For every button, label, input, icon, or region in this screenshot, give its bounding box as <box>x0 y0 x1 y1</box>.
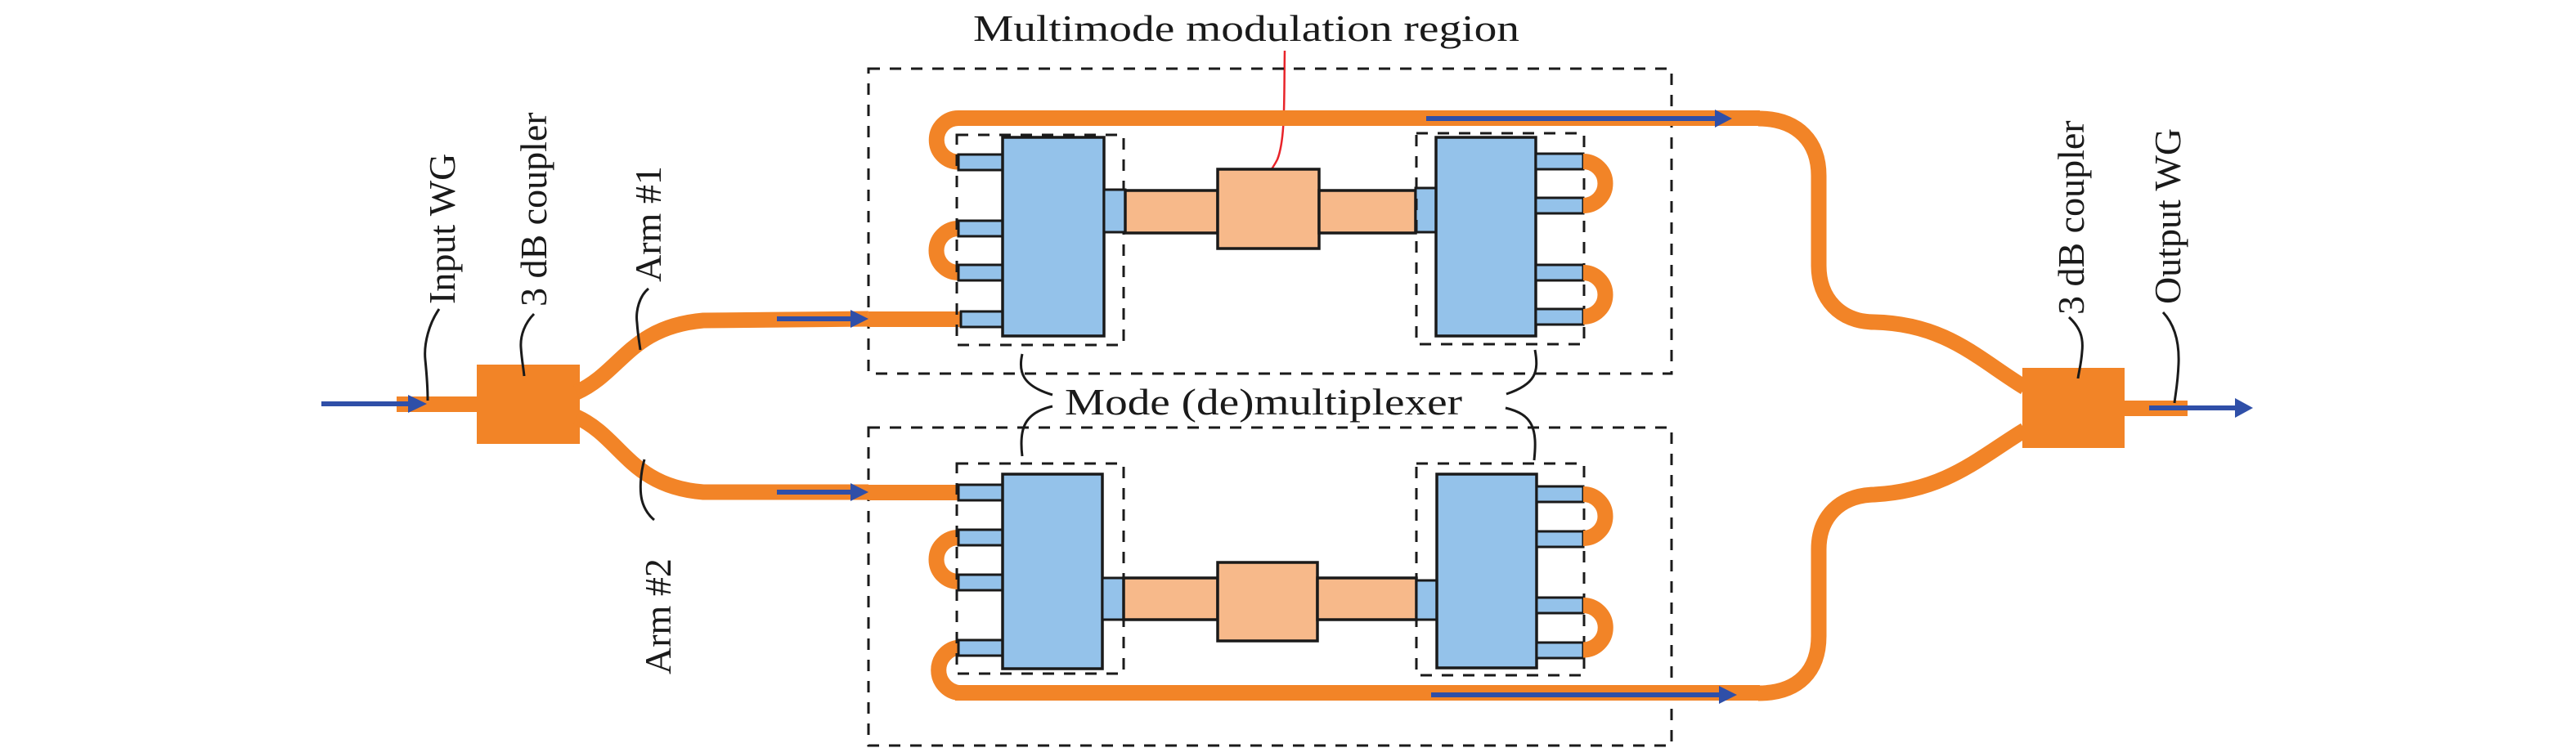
demux-brace-left <box>1019 353 1053 457</box>
upper-left-port <box>957 153 1004 172</box>
upper-right-connector <box>1414 186 1438 234</box>
lower-right-port <box>1535 530 1585 549</box>
arm1-leader <box>635 287 650 351</box>
lower-left-multimode-section <box>1122 576 1219 621</box>
lower-left-ubend-mid <box>928 530 959 589</box>
arm1-straight <box>868 311 962 327</box>
lower-output-bend <box>1757 423 2029 701</box>
upper-left-connector <box>1102 188 1127 234</box>
arm2-straight <box>868 485 962 500</box>
lower-right-connector <box>1415 579 1438 621</box>
output-coupler-leader <box>2067 316 2084 379</box>
multimode-modulation-region-label: Multimode modulation region <box>973 7 1519 49</box>
lower-right-port <box>1535 485 1585 504</box>
upper-return-waveguide <box>958 110 1760 126</box>
lower-left-port <box>957 483 1004 502</box>
lower-arm <box>928 462 1760 704</box>
lower-right-ubend <box>1582 486 1613 546</box>
lower-modulation-region <box>1216 561 1319 643</box>
lower-left-port <box>957 638 1004 657</box>
upper-left-ubend-mid <box>928 221 959 280</box>
upper-left-port <box>957 263 1004 282</box>
arm1-arrow <box>777 310 868 328</box>
output-wg-leader <box>2161 311 2180 404</box>
input-coupler-label: 3 dB coupler <box>513 112 554 307</box>
upper-arm-region-box <box>867 67 1673 375</box>
upper-right-port <box>1534 196 1585 215</box>
upper-left-port <box>957 219 1004 238</box>
lower-left-port <box>957 573 1004 592</box>
upper-left-demux-box <box>955 133 1125 347</box>
lower-left-mode-demux <box>1001 473 1104 670</box>
arm1-label: Arm #1 <box>627 166 669 282</box>
output-3db-coupler <box>2022 368 2125 448</box>
upper-right-ubend <box>1582 154 1613 213</box>
output-coupler-label: 3 dB coupler <box>2050 120 2092 315</box>
output-wg-label: Output WG <box>2147 128 2188 304</box>
upper-right-ubend <box>1582 265 1613 325</box>
lower-right-ubend <box>1582 598 1613 658</box>
upper-left-port <box>959 310 1004 329</box>
arm2-label: Arm #2 <box>637 558 679 674</box>
arm2-arrow <box>777 483 868 501</box>
lower-left-ubend-bottom <box>931 639 960 701</box>
upper-left-ubend-top <box>928 110 959 170</box>
arm2-leader <box>639 459 655 522</box>
lower-arm-region-box <box>867 426 1673 747</box>
input-3db-coupler <box>477 365 580 444</box>
input-coupler-leader <box>519 312 536 377</box>
upper-right-mode-demux <box>1434 136 1537 338</box>
upper-arm <box>928 110 1760 347</box>
upper-output-bend <box>1757 110 2029 395</box>
lower-right-mode-demux <box>1435 473 1538 670</box>
upper-right-port <box>1534 263 1585 282</box>
input-arrow <box>321 395 427 413</box>
lower-right-port <box>1535 596 1585 615</box>
output-arrow <box>2149 398 2253 418</box>
lower-left-connector <box>1101 576 1125 621</box>
upper-right-multimode-section <box>1317 189 1417 235</box>
lower-left-demux-box <box>955 462 1125 675</box>
upper-left-multimode-section <box>1124 189 1219 235</box>
upper-left-mode-demux <box>1001 136 1106 338</box>
arm2-bend <box>572 410 868 500</box>
upper-right-port <box>1534 307 1585 326</box>
demux-brace-right <box>1505 349 1538 461</box>
upper-output-arrow <box>1426 110 1732 128</box>
input-wg-label: Input WG <box>421 154 463 304</box>
upper-modulation-region <box>1216 168 1321 250</box>
arm1-bend <box>572 311 869 400</box>
lower-left-port <box>957 528 1004 547</box>
lower-output-arrow <box>1431 686 1737 704</box>
upper-right-port <box>1534 152 1585 171</box>
lower-right-multimode-section <box>1316 576 1418 621</box>
input-wg-leader <box>424 308 441 401</box>
lower-right-port <box>1535 641 1585 660</box>
mode-demux-label: Mode (de)multiplexer <box>1065 381 1462 423</box>
